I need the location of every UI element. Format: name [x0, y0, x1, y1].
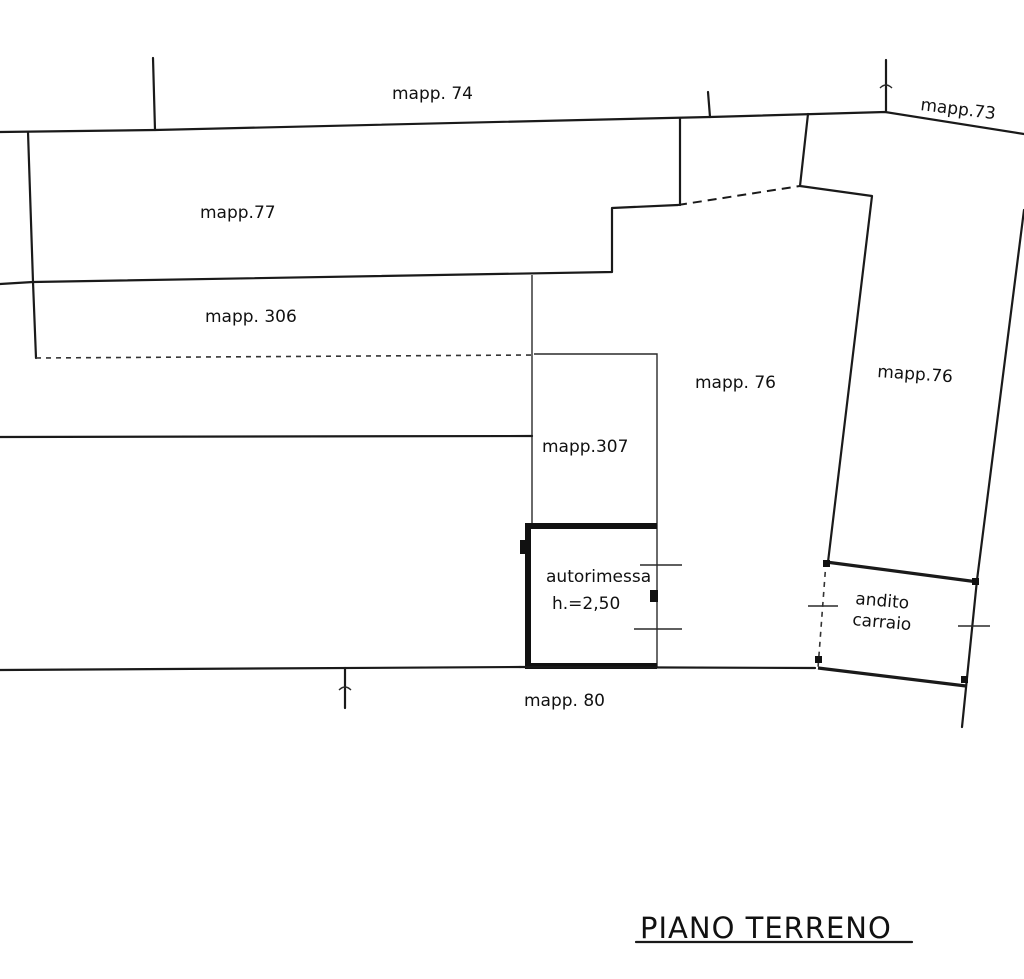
label-mapp-76-center: mapp. 76 — [695, 373, 776, 393]
label-mapp-77: mapp.77 — [200, 203, 276, 223]
parcel-mapp-306-outline — [0, 275, 658, 668]
label-mapp-76-right: mapp.76 — [877, 362, 954, 387]
parcel-mapp-76-right-outline — [808, 208, 1024, 729]
label-garage-height: h.=2,50 — [552, 594, 620, 614]
label-mapp-80: mapp. 80 — [524, 691, 605, 711]
boundary-south — [338, 665, 817, 710]
label-mapp-306: mapp. 306 — [205, 307, 297, 327]
plan-title: PIANO TERRENO — [640, 911, 892, 945]
boundary-north — [0, 56, 1024, 207]
garage-walls — [520, 523, 682, 669]
label-autorimessa: autorimessa — [546, 567, 651, 587]
label-mapp-74: mapp. 74 — [392, 84, 473, 104]
label-carraio: carraio — [852, 610, 913, 635]
parcel-mapp-77-outline — [26, 112, 874, 564]
label-mapp-307: mapp.307 — [542, 437, 628, 457]
parcel-left-outline — [0, 434, 534, 672]
label-andito: andito — [855, 589, 910, 614]
